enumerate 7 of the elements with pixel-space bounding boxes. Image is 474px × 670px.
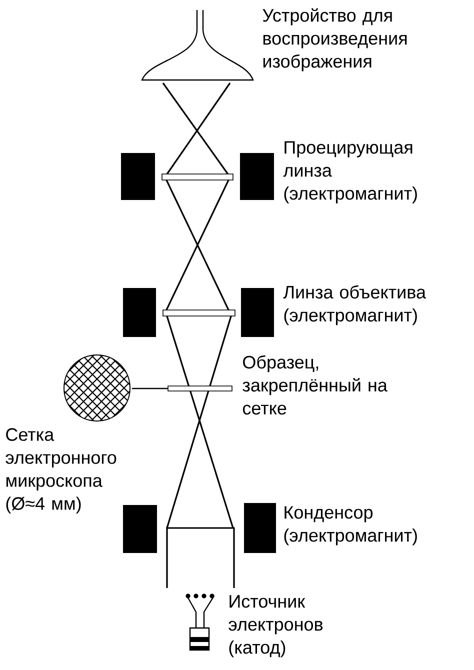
callout-text: Сетка электронного микроскопа (Ø≈4 мм) (6, 428, 116, 514)
callout-text: Источник электронов (катод) (228, 595, 323, 658)
callout-text: Устройство для воспроизведения изображения (262, 8, 407, 72)
callout-text: Образец, закреплённый на сетке (242, 355, 388, 415)
callout-text: Проецирующая линза (электромагнит) (283, 141, 417, 204)
callout-text: Конденсор (электромагнит) (284, 506, 417, 546)
callout-text: Линза объектива (электромагнит) (283, 285, 426, 326)
